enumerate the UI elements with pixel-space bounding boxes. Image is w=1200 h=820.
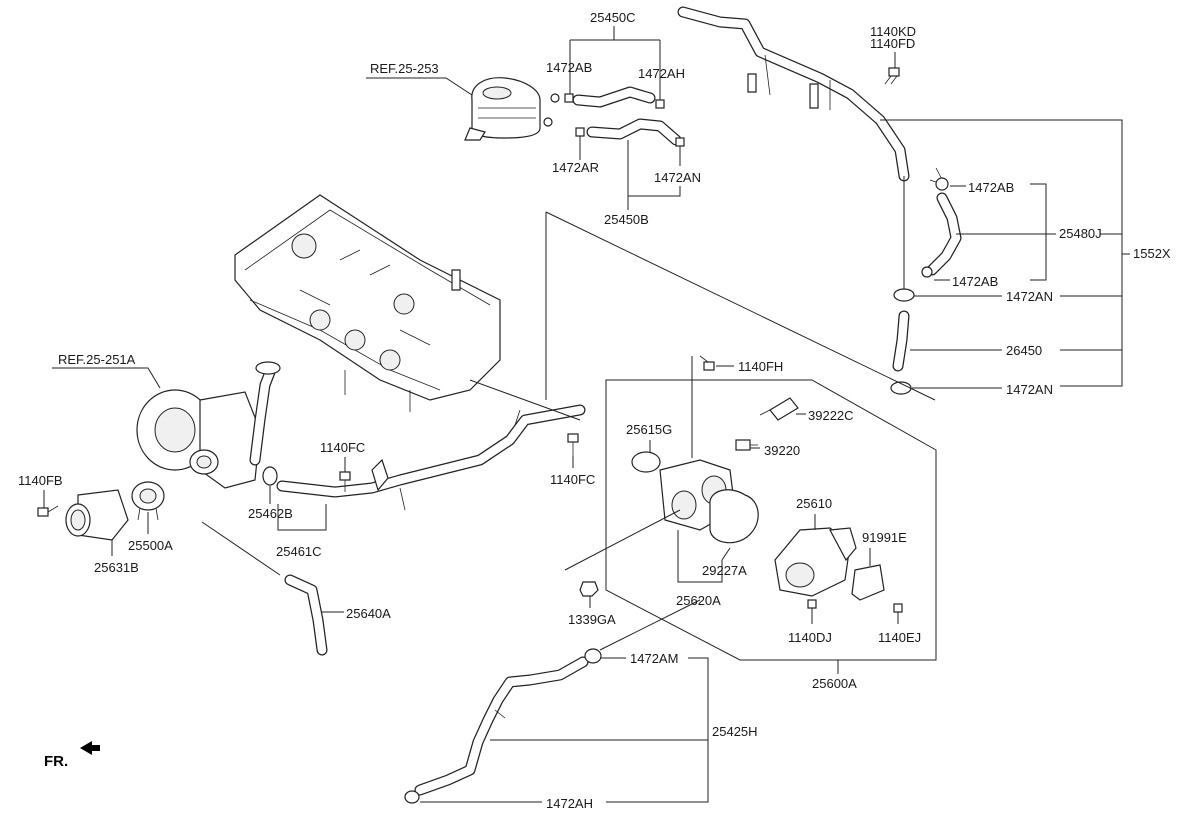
label-1472ab-top: 1472AB [546, 60, 592, 75]
ref-25-253: REF.25-253 [370, 61, 439, 76]
o-ring-25615g[interactable] [631, 451, 661, 473]
label-1472am: 1472AM [630, 651, 678, 666]
label-25425h: 25425H [712, 724, 758, 739]
label-25631b: 25631B [94, 560, 139, 575]
label-1472ab-r1: 1472AB [968, 180, 1014, 195]
pipe-25461c[interactable] [276, 404, 586, 511]
label-25450b: 25450B [604, 212, 649, 227]
gasket-25462b[interactable] [262, 466, 278, 486]
label-25610: 25610 [796, 496, 832, 511]
pipe-assembly-1552x[interactable] [677, 6, 946, 186]
water-inlet-fitting-25631b[interactable] [65, 489, 129, 541]
label-1140kd: 1140KD [870, 24, 916, 39]
label-1339ga: 1339GA [568, 612, 616, 627]
label-1140fb: 1140FB [18, 473, 63, 488]
label-1472an-r1: 1472AN [1006, 289, 1053, 304]
label-91991e: 91991E [862, 530, 907, 545]
bolt-1140fh[interactable] [699, 355, 715, 371]
hose-25450c[interactable] [572, 86, 656, 108]
clamp-1472ah-bottom[interactable] [404, 790, 420, 804]
label-1140fd: 1140FD [870, 36, 915, 51]
label-25480j: 25480J [1059, 226, 1102, 241]
label-1472ab-r2: 1472AB [952, 274, 998, 289]
cylinder-head[interactable] [234, 194, 501, 412]
label-25462b: 25462B [248, 506, 293, 521]
thermostat-25500a[interactable] [131, 481, 165, 521]
hose-25640a[interactable] [284, 574, 328, 656]
label-25615g: 25615G [626, 422, 672, 437]
gasket-29227a[interactable] [709, 489, 759, 544]
label-1552x: 1552X [1133, 246, 1171, 261]
thermostat-cover-25610[interactable] [774, 527, 857, 597]
clamp-1472ar[interactable] [575, 127, 585, 137]
label-1472ah-bottom: 1472AH [546, 796, 593, 811]
hose-25450b[interactable] [586, 118, 682, 146]
label-39222c: 39222C [808, 408, 854, 423]
bolt-1140fb[interactable] [37, 505, 59, 517]
label-25500a: 25500A [128, 538, 173, 553]
reservoir-tank[interactable] [464, 77, 560, 141]
clamp-1472am[interactable] [584, 648, 602, 664]
label-29227a: 29227A [702, 563, 747, 578]
water-pump-housing[interactable] [136, 389, 261, 489]
label-1140fc-a: 1140FC [320, 440, 365, 455]
hose-26450[interactable] [892, 310, 910, 372]
clamp-1472ab-r2[interactable] [921, 266, 933, 278]
clamp-1472ah-top[interactable] [655, 99, 665, 109]
label-1140fc-b: 1140FC [550, 472, 595, 487]
label-25640a: 25640A [346, 606, 391, 621]
clamp-1472ab-top[interactable] [564, 93, 574, 103]
sensor-connector-39222c[interactable] [759, 397, 799, 421]
bolt-1140kd[interactable] [884, 67, 900, 85]
nut-1339ga[interactable] [579, 581, 599, 597]
label-1472an-r2: 1472AN [1006, 382, 1053, 397]
clamp-1472an-top[interactable] [675, 137, 685, 147]
bolt-1140ej[interactable] [893, 603, 903, 613]
label-25461c: 25461C [276, 544, 322, 559]
bracket-91991e[interactable] [851, 564, 885, 601]
label-1472an-top: 1472AN [654, 170, 701, 185]
label-26450: 26450 [1006, 343, 1042, 358]
clamp-1472ab-r1[interactable] [935, 177, 949, 191]
bolt-1140dj[interactable] [807, 599, 817, 609]
ref-25-251a: REF.25-251A [58, 352, 136, 367]
front-arrow-icon [80, 741, 100, 755]
label-1140ej: 1140EJ [878, 630, 921, 645]
label-1140fh: 1140FH [738, 359, 783, 374]
hose-25425h[interactable] [414, 656, 589, 796]
label-25450c: 25450C [590, 10, 636, 25]
label-39220: 39220 [764, 443, 800, 458]
pump-outlet-elbow[interactable] [249, 361, 281, 466]
front-direction-label: FR. [44, 753, 68, 770]
temp-sensor-39220[interactable] [735, 439, 758, 451]
hose-25480j[interactable] [926, 192, 962, 276]
clamp-1472an-r1[interactable] [893, 288, 915, 302]
label-1472ah-top: 1472AH [638, 66, 685, 81]
label-1140dj: 1140DJ [788, 630, 832, 645]
bolt-1140fc-b[interactable] [567, 433, 579, 456]
label-1472ar: 1472AR [552, 160, 599, 175]
label-25600a: 25600A [812, 676, 857, 691]
